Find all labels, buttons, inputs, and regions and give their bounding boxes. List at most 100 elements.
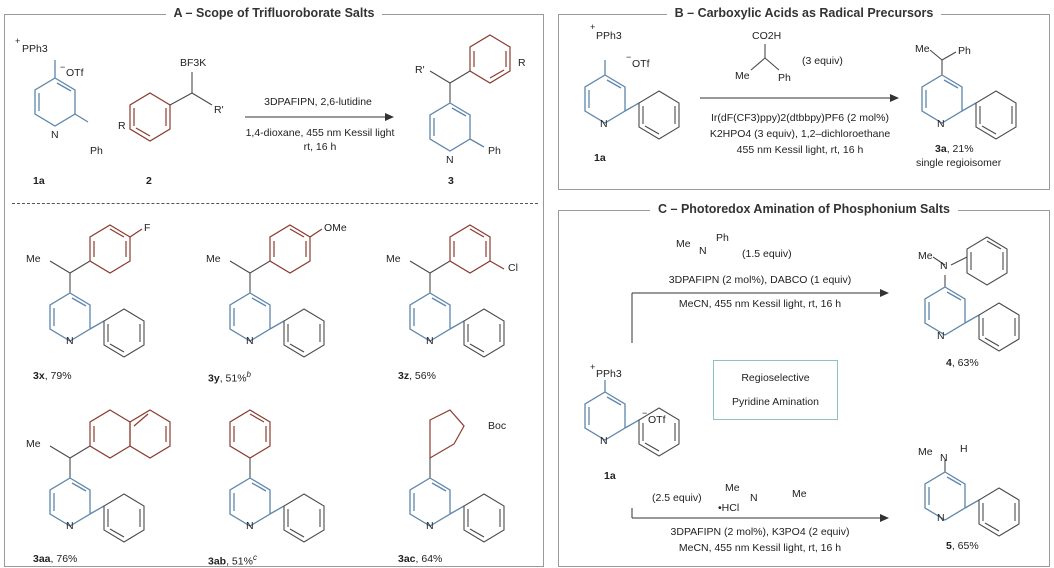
- cond-a-bottom2: rt, 16 h: [303, 141, 337, 153]
- label-1a-a: 1a: [33, 175, 45, 187]
- c-pph3: PPh3: [596, 368, 622, 380]
- n-3ab: N: [246, 520, 254, 532]
- panel-a-title: A – Scope of Trifluoroborate Salts: [165, 6, 383, 20]
- cond-c-2a: 3DPAFIPN (2 mol%), K3PO4 (2 equiv): [670, 526, 850, 538]
- amine2-me1: Me: [725, 482, 740, 494]
- atom-bf3k: BF3K: [180, 57, 207, 69]
- panel-c-title: C – Photoredox Amination of Phosphonium …: [650, 202, 958, 216]
- c-n: N: [600, 435, 608, 447]
- label-3ac: 3ac, 64%: [398, 553, 443, 565]
- atom-minus: −: [60, 62, 66, 72]
- reaction-arrow-b: [700, 94, 899, 102]
- product-3ab: [229, 409, 325, 543]
- c-minus: −: [642, 408, 648, 418]
- label-3aa: 3aa, 76%: [33, 553, 78, 565]
- 3a-me: Me: [915, 43, 930, 55]
- atom-r-product: R: [518, 57, 526, 69]
- product-3ac: [409, 409, 505, 543]
- n-3ac: N: [426, 520, 434, 532]
- b-me: Me: [735, 70, 750, 82]
- amine2-me2: Me: [792, 488, 807, 500]
- atom-ph: Ph: [90, 145, 103, 157]
- p4-n: N: [940, 260, 948, 272]
- panel-a: A – Scope of Trifluoroborate Salts: [4, 6, 544, 567]
- atom-plus: +: [15, 36, 21, 46]
- structure-3: [429, 34, 511, 152]
- b-plus: +: [590, 22, 596, 32]
- b-minus: −: [626, 52, 632, 62]
- label-4: 4, 63%: [946, 357, 979, 369]
- sub-3ac: Boc: [488, 420, 507, 432]
- b-co2h: CO2H: [752, 30, 782, 42]
- atom-ph-product: Ph: [488, 145, 501, 157]
- sub-3x: F: [144, 222, 151, 234]
- n-3y: N: [246, 335, 254, 347]
- amine2-n: N: [750, 492, 758, 504]
- box-line2: Pyridine Amination: [732, 396, 819, 408]
- note-3a: single regioisomer: [916, 157, 1002, 169]
- p5-me: Me: [918, 446, 933, 458]
- product-5: [924, 460, 1020, 537]
- product-3a: [921, 49, 1017, 140]
- amine2-hcl: •HCl: [718, 502, 740, 514]
- cond-c-1a: 3DPAFIPN (2 mol%), DABCO (1 equiv): [668, 274, 852, 286]
- n-3aa: N: [66, 520, 74, 532]
- n-3x: N: [66, 335, 74, 347]
- atom-rp: R': [214, 104, 224, 116]
- atom-otf: OTf: [66, 67, 84, 79]
- label-1a-c: 1a: [604, 470, 616, 482]
- me-3z: Me: [386, 253, 401, 265]
- b-n: N: [600, 118, 608, 130]
- amine1-me: Me: [676, 238, 691, 250]
- cond-a-top: 3DPAFIPN, 2,6-lutidine: [264, 96, 372, 108]
- p5-n-pyr: N: [937, 512, 945, 524]
- sub-3z: Cl: [508, 262, 518, 274]
- label-3a: 3a, 21%: [935, 143, 974, 155]
- b-ph: Ph: [778, 72, 791, 84]
- atom-rp-product: R': [415, 64, 425, 76]
- reaction-arrow-c1: [631, 289, 889, 343]
- divider: [12, 203, 538, 204]
- c-plus: +: [590, 362, 596, 372]
- product-3aa: [49, 409, 171, 543]
- b-equiv: (3 equiv): [802, 55, 843, 67]
- amine1-n: N: [699, 245, 707, 257]
- 3a-ph: Ph: [958, 45, 971, 57]
- atom-n: N: [51, 129, 59, 141]
- label-2: 2: [146, 175, 152, 187]
- product-3y: [229, 224, 325, 358]
- label-1a-b: 1a: [594, 152, 606, 164]
- b-otf: OTf: [632, 58, 650, 70]
- p5-n: N: [940, 452, 948, 464]
- structure-1a-c: [584, 380, 680, 457]
- box-line1: Regioselective: [741, 372, 810, 384]
- me-3x: Me: [26, 253, 41, 265]
- p4-me: Me: [918, 250, 933, 262]
- reagent-acid: [750, 44, 780, 71]
- p5-h: H: [960, 443, 968, 455]
- 3a-n: N: [937, 118, 945, 130]
- structure-1a-b: [584, 60, 680, 140]
- b-pph3: PPh3: [596, 30, 622, 42]
- sub-3y: OMe: [324, 222, 347, 234]
- me-3y: Me: [206, 253, 221, 265]
- product-3z: [409, 224, 505, 358]
- p4-n-pyr: N: [937, 330, 945, 342]
- label-3z: 3z, 56%: [398, 370, 436, 382]
- reaction-arrow-c2: [631, 508, 889, 522]
- cond-c-2b: MeCN, 455 nm Kessil light, rt, 16 h: [678, 542, 842, 554]
- label-3x: 3x, 79%: [33, 370, 72, 382]
- n-3z: N: [426, 335, 434, 347]
- product-3x: [49, 224, 145, 358]
- cond-b-1: Ir(dF(CF3)ppy)2(dtbbpy)PF6 (2 mol%): [711, 112, 889, 124]
- label-5: 5, 65%: [946, 540, 979, 552]
- amine1-equiv: (1.5 equiv): [742, 248, 792, 260]
- label-3ab: 3ab, 51%c: [208, 553, 257, 568]
- atom-pph3: PPh3: [22, 43, 48, 55]
- atom-r: R: [118, 120, 126, 132]
- label-3y: 3y, 51%b: [208, 370, 251, 385]
- cond-c-1b: MeCN, 455 nm Kessil light, rt, 16 h: [678, 298, 842, 310]
- reaction-arrow-a: [245, 113, 394, 121]
- cond-a-bottom1: 1,4-dioxane, 455 nm Kessil light: [245, 127, 395, 139]
- structure-2: [129, 72, 213, 142]
